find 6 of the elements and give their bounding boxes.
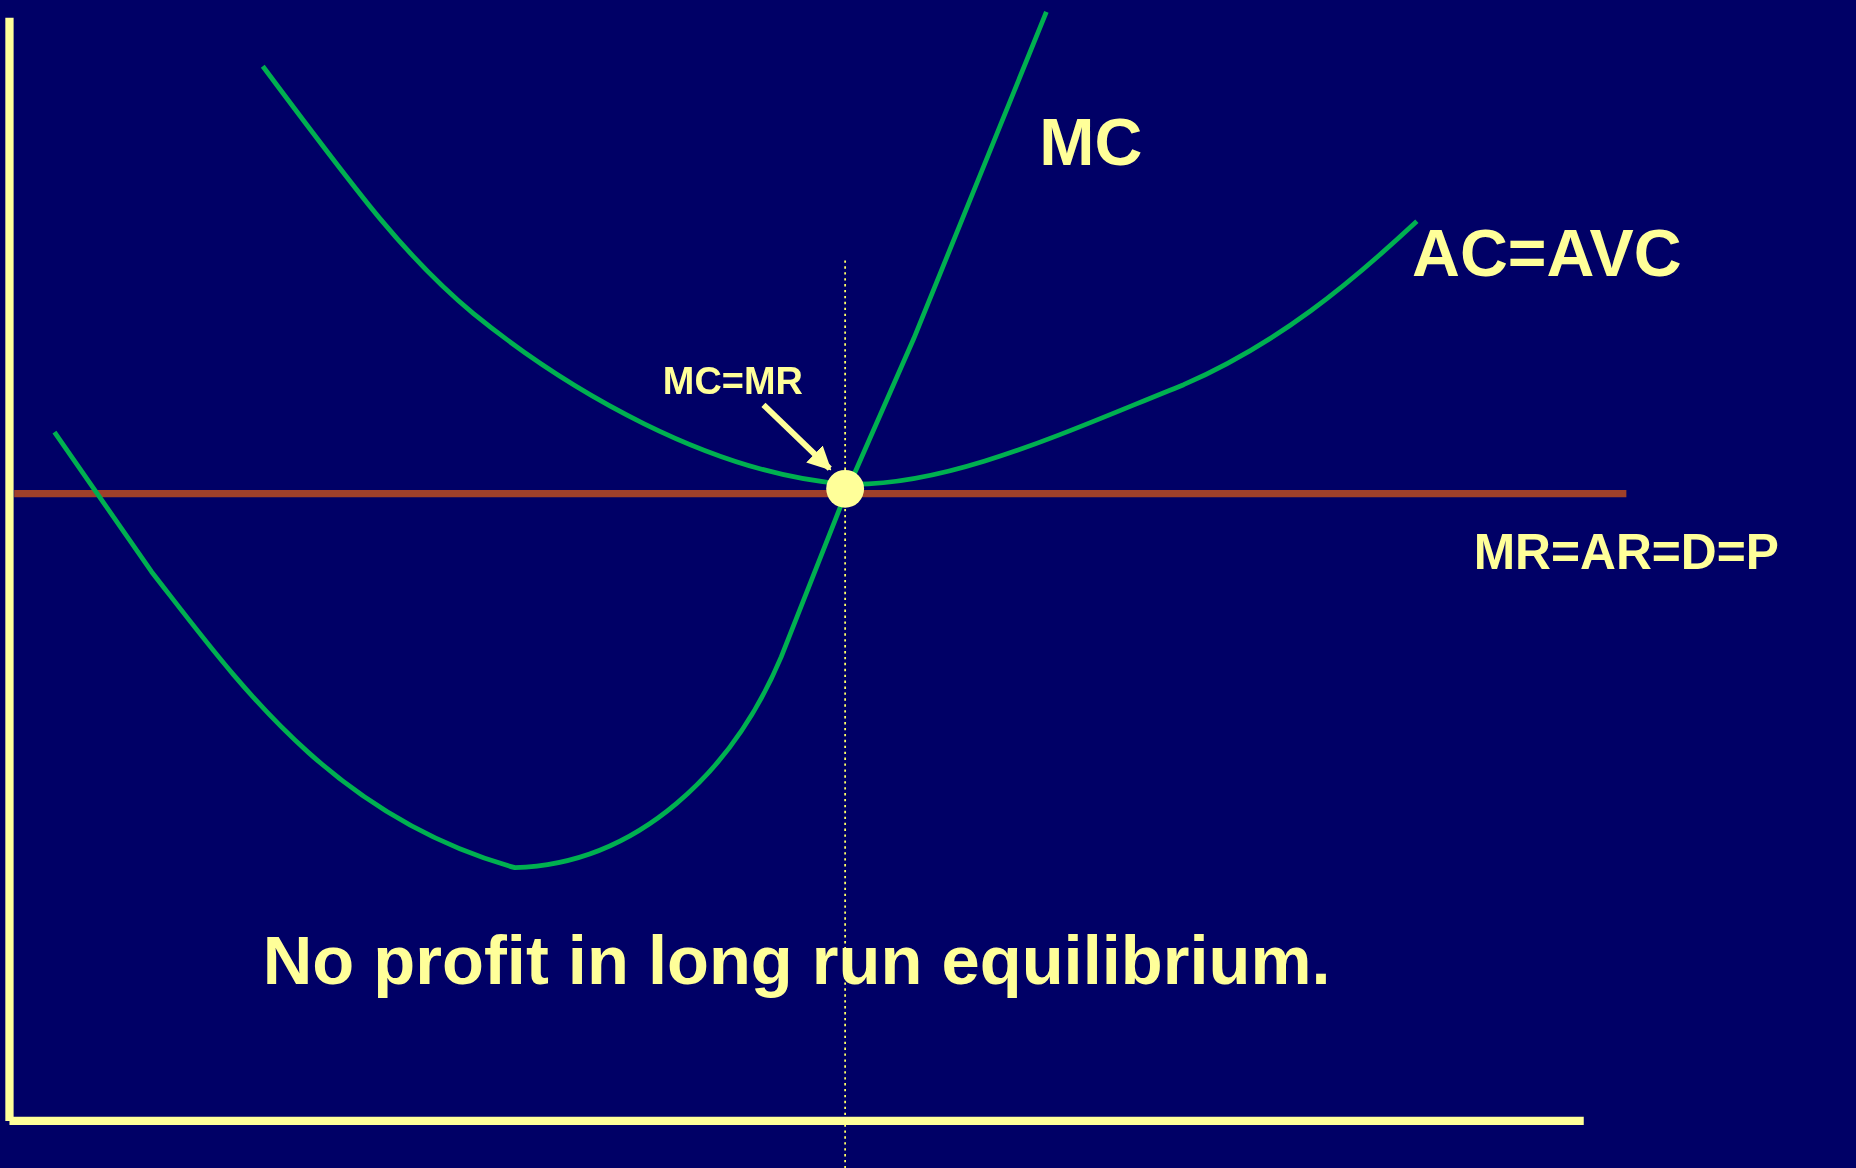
point-label: MC=MR xyxy=(662,362,803,401)
leader-arrow xyxy=(761,402,832,471)
curve-label: MC xyxy=(1039,108,1143,176)
line-label: MR=AR=D=P xyxy=(1473,527,1779,578)
equilibrium-dot xyxy=(826,469,865,508)
curve-label: AC=AVC xyxy=(1412,220,1682,287)
